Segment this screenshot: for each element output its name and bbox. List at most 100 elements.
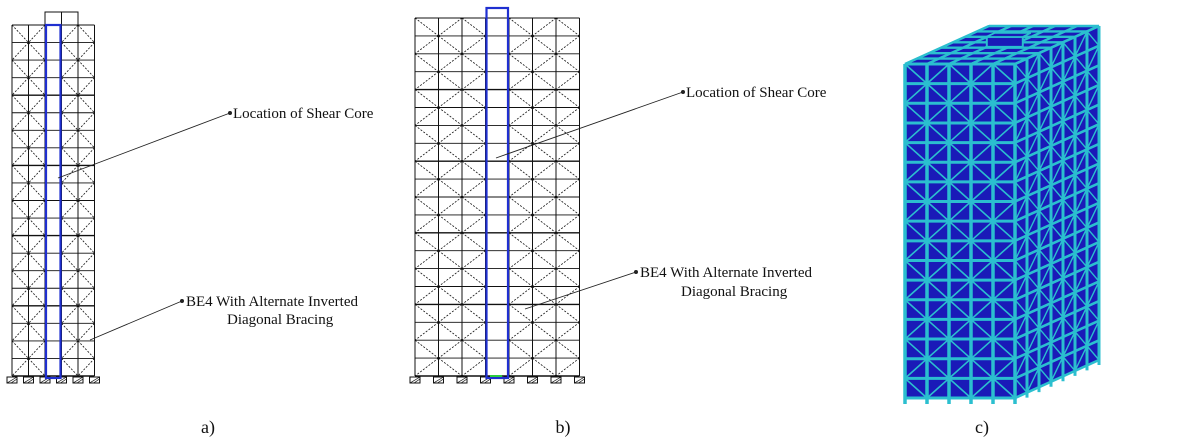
model-brace (904, 102, 928, 124)
model-side-brace (1050, 41, 1064, 68)
brace-diagonal (11, 235, 29, 254)
brace-diagonal (438, 35, 463, 55)
model-side-brace (1074, 173, 1088, 190)
brace-diagonal (532, 89, 557, 108)
brace-diagonal (438, 107, 463, 126)
brace-diagonal (438, 178, 463, 198)
model-brace (992, 240, 1016, 262)
model-brace (904, 200, 928, 222)
model-side-brace (1038, 288, 1052, 304)
model-side-beam (1014, 319, 1100, 360)
model-brace (904, 63, 928, 85)
brace-diagonal (28, 130, 46, 149)
model-brace (948, 161, 972, 183)
model-side-brace (1050, 199, 1064, 225)
brace-diagonal (77, 112, 95, 131)
brace-diagonal (77, 358, 95, 377)
bracing-label-b-line1: BE4 With Alternate Inverted (640, 265, 812, 281)
brace-diagonal (438, 142, 463, 162)
model-side-beam (1014, 358, 1100, 400)
model-side-brace (1050, 302, 1064, 318)
brace-diagonal (532, 268, 557, 287)
model-side-brace (1062, 199, 1076, 215)
brace-diagonal (61, 287, 79, 307)
brace-diagonal (414, 160, 439, 180)
model-brace (904, 377, 928, 399)
model-brace (904, 122, 928, 144)
bracing-label-b-line2: Diagonal Bracing (681, 284, 788, 300)
model-side-brace (1086, 266, 1100, 282)
brace-diagonal (508, 321, 533, 341)
model-side-brace (1062, 134, 1076, 161)
model-side-brace (1014, 77, 1028, 104)
frame-elevation-b (414, 17, 580, 377)
model-brace (904, 161, 928, 183)
brace-diagonal (508, 17, 533, 37)
brace-diagonal (508, 232, 533, 252)
brace-diagonal (461, 89, 486, 108)
model-side-brace (1086, 163, 1100, 189)
brace-diagonal (555, 321, 580, 341)
brace-diagonal (414, 357, 439, 377)
brace-diagonal (28, 340, 46, 359)
model-side-brace (1014, 220, 1028, 236)
support-hatch (409, 376, 421, 384)
model-side-brace (1050, 317, 1064, 343)
model-side-brace (1074, 56, 1088, 72)
support-hatch (93, 378, 100, 384)
model-brace (970, 279, 994, 301)
brace-diagonal (61, 182, 79, 201)
bracing-callout-a: BE4 With Alternate Inverted Diagonal Bra… (89, 294, 358, 341)
model-side-brace (1026, 327, 1040, 354)
model-side-brace (1038, 249, 1052, 265)
model-brace (948, 200, 972, 222)
brace-diagonal (555, 304, 580, 323)
brace-diagonal (77, 305, 95, 324)
model-brace (926, 141, 950, 163)
brace-diagonal (11, 112, 29, 131)
model-side-brace (1038, 263, 1052, 290)
supports-b (409, 376, 585, 384)
model-side-brace (1062, 120, 1076, 136)
model-brace (926, 122, 950, 144)
model-side-brace (1014, 117, 1028, 143)
brace-diagonal (414, 339, 439, 359)
model-side-brace (1038, 302, 1052, 329)
model-side-brace (1062, 331, 1076, 357)
brace-diagonal (61, 252, 79, 271)
model-side-brace (1038, 131, 1052, 147)
model-side-brace (1026, 288, 1040, 315)
brace-diagonal (77, 24, 95, 43)
brace-diagonal (508, 214, 533, 234)
model-side-brace (1062, 291, 1076, 318)
model-brace (948, 102, 972, 124)
support-hatch (72, 376, 84, 384)
brace-diagonal (461, 321, 486, 341)
brace-diagonal (508, 71, 533, 90)
brace-diagonal (28, 77, 46, 96)
brace-diagonal (532, 17, 557, 37)
model-brace (970, 240, 994, 262)
model-brace (970, 122, 994, 144)
brace-diagonal (414, 142, 439, 162)
model-side-brace (1074, 134, 1088, 150)
brace-diagonal (61, 42, 79, 61)
model-side-brace (1026, 274, 1040, 290)
model-side-brace (1014, 63, 1028, 79)
model-side-brace (1050, 184, 1064, 200)
brace-diagonal (461, 214, 486, 234)
model-side-brace (1038, 170, 1052, 186)
brace-diagonal (461, 17, 486, 37)
brace-diagonal (77, 323, 95, 342)
model-side-brace (1038, 209, 1052, 225)
support-hatch (527, 376, 538, 384)
brace-diagonal (28, 94, 46, 114)
brace-diagonal (61, 112, 79, 131)
brace-diagonal (11, 59, 29, 78)
model-side-brace (1074, 149, 1088, 175)
brace-diagonal (77, 94, 95, 114)
model-side-beam (1014, 142, 1100, 184)
model-side-brace (1050, 224, 1064, 240)
model-brace (992, 220, 1016, 242)
brace-diagonal (438, 232, 463, 252)
